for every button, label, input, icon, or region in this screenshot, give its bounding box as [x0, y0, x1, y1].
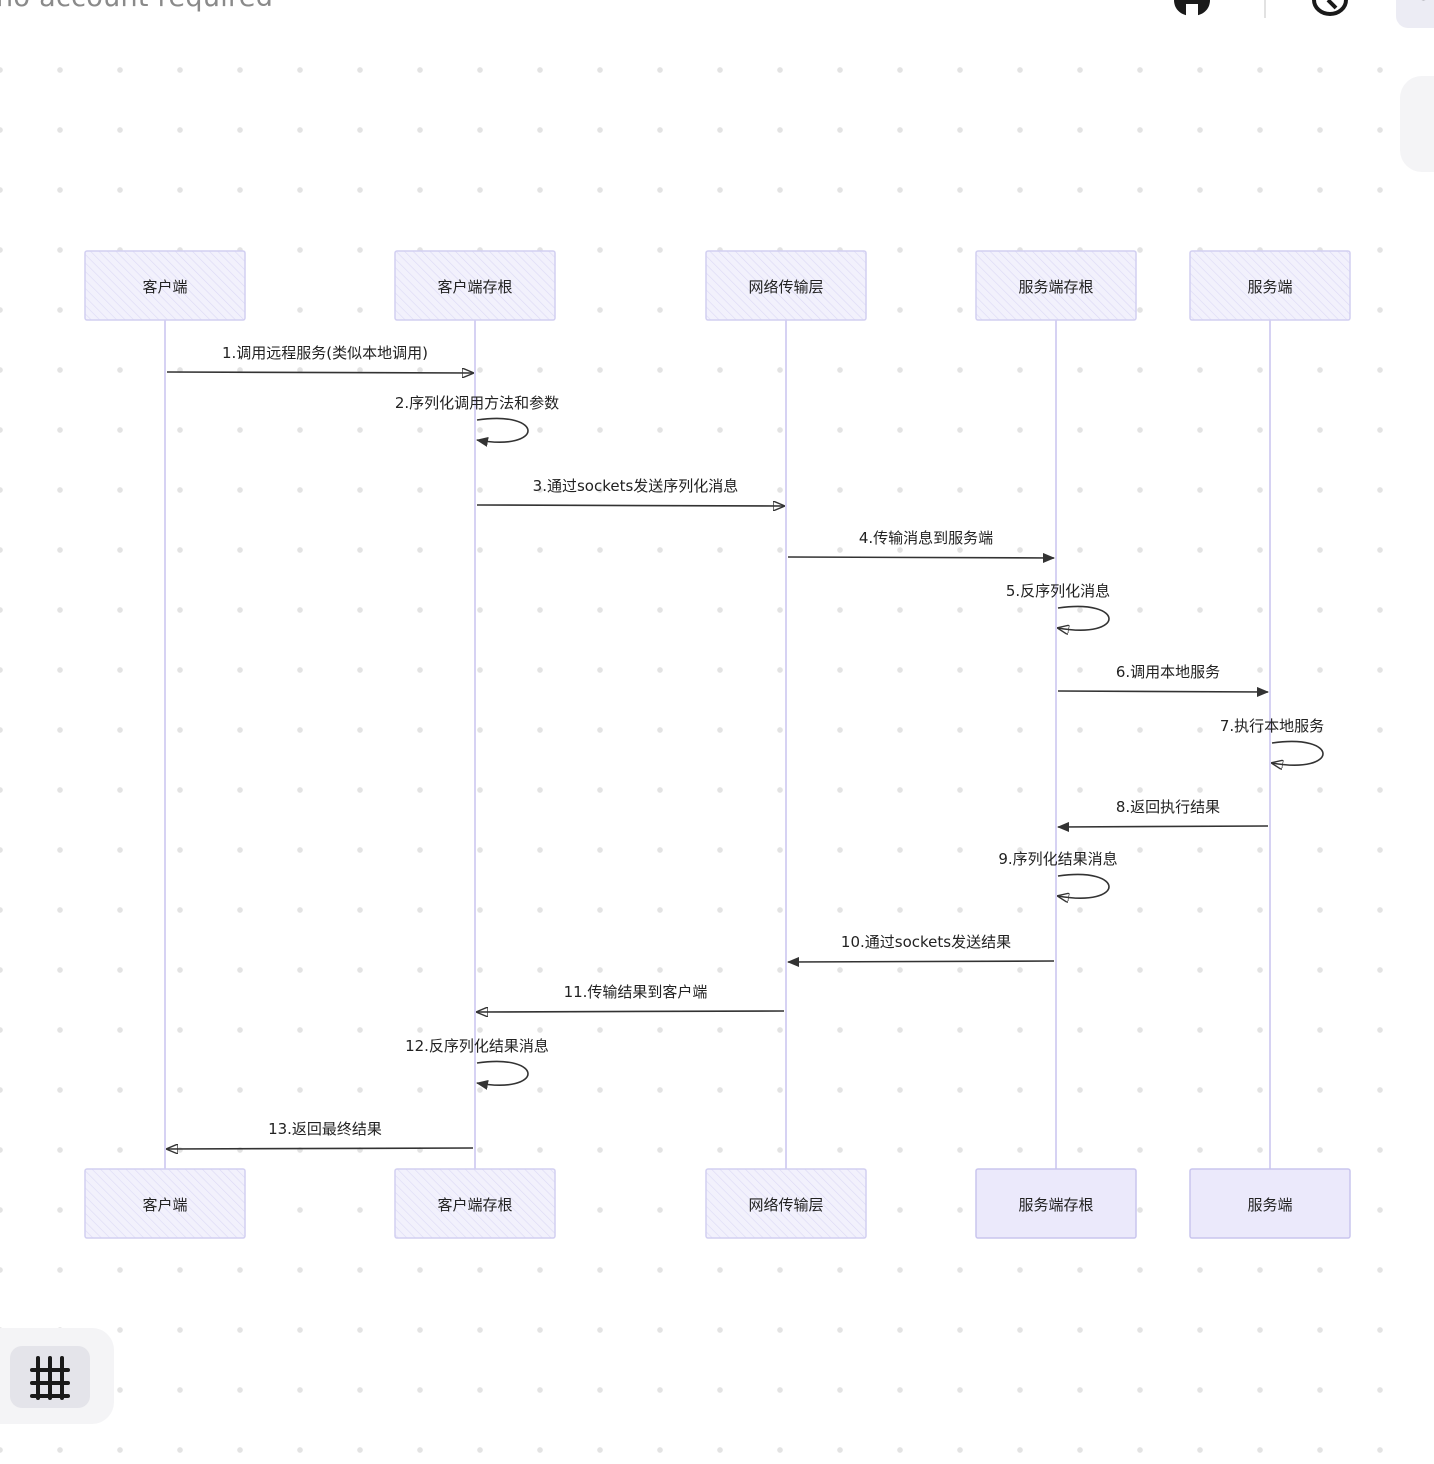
message-label-4: 4.传输消息到服务端: [859, 529, 993, 547]
actor-bottom-2[interactable]: 网络传输层: [705, 1168, 867, 1239]
message-9[interactable]: 9.序列化结果消息: [998, 850, 1118, 898]
message-arrow: [787, 956, 1055, 967]
message-3[interactable]: 3.通过sockets发送序列化消息: [476, 477, 784, 506]
message-arrow: [476, 505, 784, 506]
grid-icon: [30, 1356, 70, 1400]
message-11[interactable]: 11.传输结果到客户端: [477, 983, 785, 1012]
message-label-10: 10.通过sockets发送结果: [841, 933, 1011, 951]
message-arrow: [1057, 821, 1269, 832]
header-subtitle: no account required: [0, 0, 273, 13]
actor-top-label-3: 服务端存根: [1018, 278, 1093, 296]
header-divider: [1264, 0, 1266, 18]
message-8[interactable]: 8.返回执行结果: [1057, 798, 1269, 832]
actor-bottom-label-0: 客户端: [142, 1196, 187, 1214]
message-1[interactable]: 1.调用远程服务(类似本地调用): [166, 344, 473, 373]
message-label-9: 9.序列化结果消息: [998, 850, 1117, 868]
github-icon[interactable]: [1170, 0, 1214, 20]
self-loop-arrow: [476, 417, 529, 447]
message-label-13: 13.返回最终结果: [268, 1120, 382, 1138]
side-panel[interactable]: [1400, 76, 1434, 172]
message-label-5: 5.反序列化消息: [1006, 582, 1110, 600]
share-button[interactable]: S: [1396, 0, 1434, 28]
message-4[interactable]: 4.传输消息到服务端: [787, 529, 1055, 563]
actor-top-0[interactable]: 客户端: [84, 250, 246, 321]
message-arrow: [477, 1011, 785, 1012]
message-12[interactable]: 12.反序列化结果消息: [405, 1037, 549, 1090]
message-arrow: [166, 372, 473, 373]
message-label-2: 2.序列化调用方法和参数: [395, 394, 559, 412]
actor-top-4[interactable]: 服务端: [1189, 250, 1351, 321]
message-label-1: 1.调用远程服务(类似本地调用): [222, 344, 428, 362]
actor-bottom-label-1: 客户端存根: [437, 1196, 512, 1214]
actor-top-3[interactable]: 服务端存根: [975, 250, 1137, 321]
actor-bottom-3[interactable]: 服务端存根: [975, 1168, 1137, 1239]
message-2[interactable]: 2.序列化调用方法和参数: [395, 394, 559, 447]
actor-bottom-label-3: 服务端存根: [1018, 1196, 1093, 1214]
message-label-7: 7.执行本地服务: [1220, 717, 1324, 735]
message-6[interactable]: 6.调用本地服务: [1057, 663, 1269, 697]
self-loop-arrow: [1272, 740, 1324, 765]
self-loop-arrow: [1058, 605, 1110, 630]
message-13[interactable]: 13.返回最终结果: [167, 1120, 474, 1149]
grid-toggle-button[interactable]: [10, 1346, 90, 1408]
search-icon[interactable]: [1312, 0, 1352, 20]
message-7[interactable]: 7.执行本地服务: [1220, 717, 1324, 765]
self-loop-arrow: [1058, 873, 1110, 898]
message-label-3: 3.通过sockets发送序列化消息: [533, 477, 739, 495]
message-label-12: 12.反序列化结果消息: [405, 1037, 549, 1055]
actor-top-label-0: 客户端: [142, 278, 187, 296]
self-loop-arrow: [476, 1060, 529, 1090]
message-arrow: [787, 552, 1055, 563]
actor-bottom-4[interactable]: 服务端: [1189, 1168, 1351, 1239]
message-label-8: 8.返回执行结果: [1116, 798, 1220, 816]
message-label-11: 11.传输结果到客户端: [564, 983, 708, 1001]
share-button-label: S: [1418, 0, 1429, 5]
actor-top-1[interactable]: 客户端存根: [394, 250, 556, 321]
message-arrow: [167, 1148, 474, 1149]
message-arrow: [1057, 686, 1269, 697]
actor-top-label-4: 服务端: [1247, 278, 1292, 296]
message-10[interactable]: 10.通过sockets发送结果: [787, 933, 1055, 967]
actor-top-label-2: 网络传输层: [748, 278, 823, 296]
actor-top-2[interactable]: 网络传输层: [705, 250, 867, 321]
actor-bottom-1[interactable]: 客户端存根: [394, 1168, 556, 1239]
actor-bottom-label-4: 服务端: [1247, 1196, 1292, 1214]
message-5[interactable]: 5.反序列化消息: [1006, 582, 1110, 630]
actor-bottom-label-2: 网络传输层: [748, 1196, 823, 1214]
actor-top-label-1: 客户端存根: [437, 278, 512, 296]
message-label-6: 6.调用本地服务: [1116, 663, 1220, 681]
actor-bottom-0[interactable]: 客户端: [84, 1168, 246, 1239]
